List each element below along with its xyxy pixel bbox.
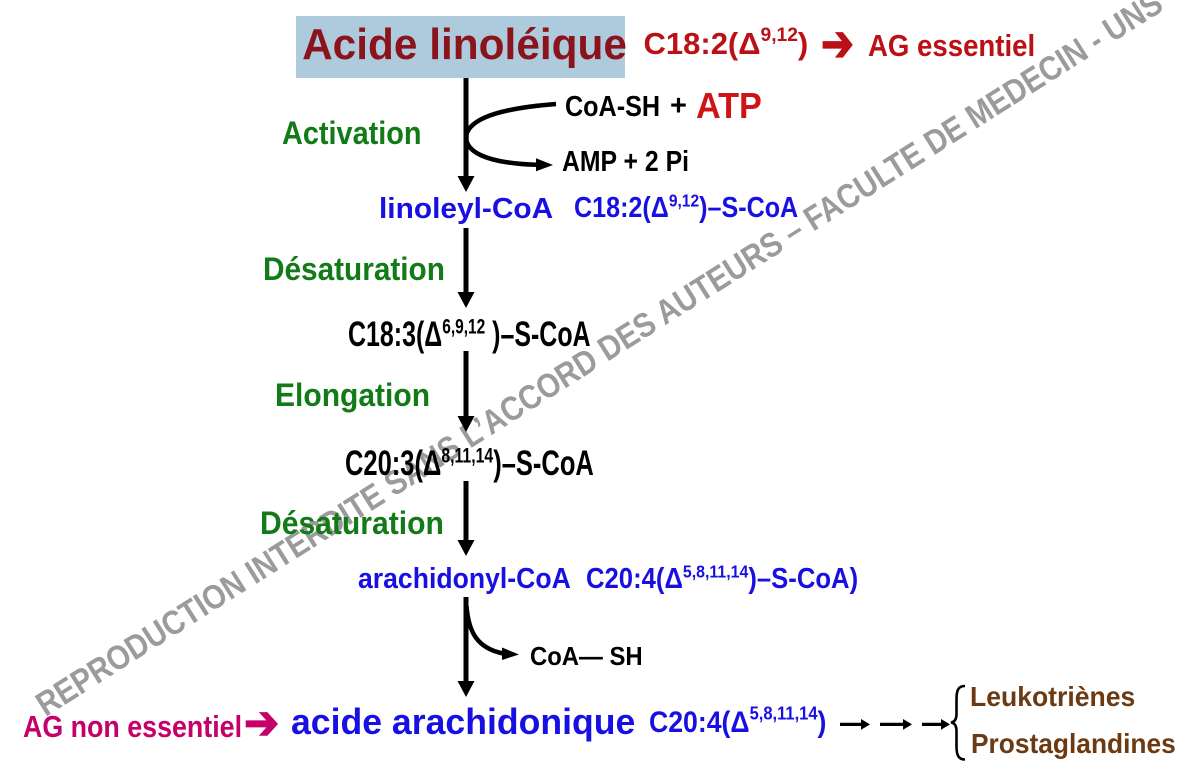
intermediate1-name: linoleyl-CoA — [378, 192, 553, 225]
derivative-prostaglandines: Prostaglandines — [971, 727, 1176, 759]
step-activation-label: Activation — [282, 115, 422, 152]
intermediate1-formula: C18:2(Δ9,12)–S-CoA — [574, 190, 799, 225]
step-desaturation2-label: Désaturation — [259, 504, 444, 541]
intermediate2-formula: C18:3(Δ6,9,12 )–S-CoA — [348, 313, 591, 355]
cofactor-plus: + — [670, 89, 687, 122]
release-coash: CoA— SH — [530, 640, 643, 671]
title-box: Acide linoléique — [296, 16, 627, 78]
non-essential-label: AG non essentiel — [23, 709, 243, 745]
cofactor-out: AMP + 2 Pi — [561, 146, 689, 179]
coa-release-curve — [464, 605, 504, 656]
intermediate4-formula: C20:4(Δ5,8,11,14)–S-CoA) — [586, 561, 859, 595]
activation-fork-curve — [464, 101, 557, 168]
product-formula: C20:4(Δ5,8,11,14) — [649, 702, 827, 739]
page-title: Acide linoléique — [302, 20, 627, 69]
brace-icon — [950, 684, 966, 761]
intermediate3-formula: C20:3(Δ8,11,14)–S-CoA — [344, 441, 594, 483]
non-essential-arrow-icon: ➔ — [244, 695, 280, 749]
release-arrowhead — [502, 647, 519, 660]
fork-arrowhead — [536, 158, 553, 172]
intermediate4-name: arachidonyl-CoA — [358, 562, 571, 595]
essential-arrow-icon: ➔ — [821, 14, 855, 72]
cofactor-atp: ATP — [696, 85, 762, 126]
essential-label: AG essentiel — [868, 28, 1036, 64]
linoleic-formula: C18:2(Δ9,12) — [643, 25, 809, 62]
product-name: acide arachidonique — [291, 701, 636, 743]
cofactor-coash: CoA-SH — [565, 90, 661, 123]
derivative-leukotrienes: Leukotriènes — [969, 680, 1135, 712]
step-elongation-label: Elongation — [274, 376, 430, 413]
step-desaturation1-label: Désaturation — [262, 251, 445, 288]
derivative-arrowheads — [861, 719, 950, 730]
